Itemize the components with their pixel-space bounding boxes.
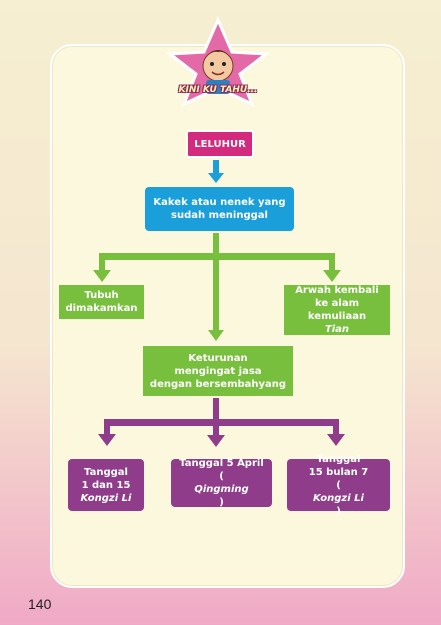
root-node-leluhur: LELUHUR: [186, 130, 254, 158]
node-spirit-returns: Arwah kembali ke alam kemuliaan Tian: [284, 285, 390, 335]
node-line: 1 dan 15: [81, 479, 131, 491]
node-deceased-grandparent: Kakek atau nenek yang sudah meninggal: [145, 187, 294, 231]
paren: (: [336, 479, 341, 491]
node-date-5-april: Tanggal 5 April ( Qingming): [171, 458, 272, 509]
node-line: Arwah kembali: [295, 285, 379, 296]
node-date-15-month-7: Tanggal 15 bulan 7 (Kongzi Li): [287, 454, 390, 517]
node-line-text: kemuliaan: [307, 311, 367, 322]
paren: ): [219, 497, 224, 508]
paren: ): [336, 505, 341, 517]
paren: (: [219, 471, 224, 482]
node-line: dimakamkan: [65, 303, 138, 314]
node-line: ke alam: [315, 298, 359, 309]
node-line: Tanggal 5 April: [179, 458, 264, 469]
node-date-1-and-15: Tanggal 1 dan 15 Kongzi Li: [68, 459, 144, 511]
node-body-buried: Tubuh dimakamkan: [59, 285, 144, 319]
node-line: sudah meninggal: [171, 210, 268, 221]
node-line-italic: Kongzi Li: [80, 492, 132, 504]
arrow-root-to-level1: [208, 160, 224, 183]
node-line-italic: Qingming: [194, 484, 249, 495]
node-line: dengan bersembahyang: [149, 378, 287, 390]
node-line: ( Qingming): [194, 470, 248, 509]
node-line: mengingat jasa: [174, 365, 262, 377]
node-line: Tanggal: [316, 453, 361, 465]
node-line: Tanggal: [84, 466, 128, 478]
node-line: (Kongzi Li): [313, 479, 364, 518]
node-line: Tubuh: [84, 290, 119, 301]
node-line: 15 bulan 7: [308, 466, 369, 478]
arrow-level1-to-level2: [93, 233, 341, 341]
node-line-italic: Tian: [324, 324, 350, 335]
node-line: Kakek atau nenek yang: [153, 197, 286, 208]
page-number: 140: [28, 596, 52, 612]
node-line: kemuliaan Tian: [308, 310, 366, 336]
badge-title: KINI KU TAHU...: [178, 85, 258, 95]
node-line: Keturunan: [188, 352, 248, 364]
node-line-italic: Kongzi Li: [313, 492, 364, 504]
node-descendants-pray: Keturunan mengingat jasa dengan bersemba…: [143, 346, 293, 396]
root-node-label: LELUHUR: [194, 138, 246, 150]
arrow-level3-to-level4: [98, 398, 345, 447]
